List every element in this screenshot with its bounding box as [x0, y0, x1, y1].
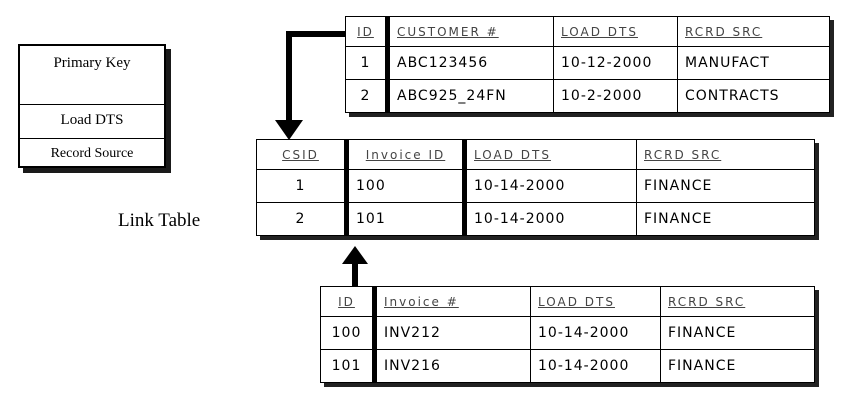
table-cell: 1 — [256, 169, 349, 203]
table-cell: ABC925_24FN — [387, 79, 554, 113]
table-cell: INV216 — [374, 349, 531, 383]
link-table: CSID Invoice ID LOAD DTS RCRD SRC 1 100 … — [256, 139, 815, 236]
table-row: 1 ABC123456 10-12-2000 MANUFACT — [345, 46, 830, 80]
legend-box: Primary Key Load DTS Record Source — [18, 44, 166, 168]
table-cell: INV212 — [374, 316, 531, 350]
table-cell: ABC123456 — [387, 46, 554, 80]
table-cell: 100 — [346, 169, 467, 203]
table-cell: MANUFACT — [677, 46, 830, 80]
table-row: 1 100 10-14-2000 FINANCE — [256, 169, 815, 203]
table-cell: CONTRACTS — [677, 79, 830, 113]
legend-divider — [20, 104, 164, 105]
invoice-table: ID Invoice # LOAD DTS RCRD SRC 100 INV21… — [320, 286, 815, 383]
table-cell: 100 — [320, 316, 377, 350]
arrowhead-down — [275, 120, 303, 140]
header-cell: ID — [320, 286, 377, 317]
table-cell: 10-14-2000 — [464, 202, 637, 236]
header-cell: RCRD SRC — [677, 16, 830, 47]
header-cell: CUSTOMER # — [387, 16, 554, 47]
table-row: 2 ABC925_24FN 10-2-2000 CONTRACTS — [345, 79, 830, 113]
header-cell: CSID — [256, 139, 349, 170]
table-header-row: CSID Invoice ID LOAD DTS RCRD SRC — [256, 139, 815, 170]
header-cell: LOAD DTS — [553, 16, 678, 47]
table-cell: FINANCE — [636, 202, 815, 236]
table-cell: 101 — [320, 349, 377, 383]
header-cell: ID — [345, 16, 390, 47]
table-cell: 10-14-2000 — [530, 349, 661, 383]
header-cell: Invoice # — [374, 286, 531, 317]
table-cell: FINANCE — [636, 169, 815, 203]
table-header-row: ID Invoice # LOAD DTS RCRD SRC — [320, 286, 815, 317]
header-cell: LOAD DTS — [530, 286, 661, 317]
table-row: 100 INV212 10-14-2000 FINANCE — [320, 316, 815, 350]
table-cell: 10-14-2000 — [464, 169, 637, 203]
customer-table: ID CUSTOMER # LOAD DTS RCRD SRC 1 ABC123… — [345, 16, 830, 113]
header-cell: RCRD SRC — [660, 286, 815, 317]
header-cell: Invoice ID — [346, 139, 467, 170]
table-header-row: ID CUSTOMER # LOAD DTS RCRD SRC — [345, 16, 830, 47]
legend-record-source: Record Source — [50, 146, 134, 161]
arrow-customer-to-link — [286, 31, 348, 122]
table-row: 2 101 10-14-2000 FINANCE — [256, 202, 815, 236]
table-cell: 2 — [256, 202, 349, 236]
table-cell: 101 — [346, 202, 467, 236]
legend-load-dts: Load DTS — [60, 112, 124, 128]
table-cell: 2 — [345, 79, 390, 113]
arrowhead-up — [342, 246, 368, 264]
table-cell: FINANCE — [660, 316, 815, 350]
table-cell: 10-14-2000 — [530, 316, 661, 350]
table-cell: FINANCE — [660, 349, 815, 383]
legend-divider — [20, 138, 164, 139]
table-cell: 10-2-2000 — [553, 79, 678, 113]
table-row: 101 INV216 10-14-2000 FINANCE — [320, 349, 815, 383]
legend-primary-key: Primary Key — [53, 55, 131, 71]
table-cell: 10-12-2000 — [553, 46, 678, 80]
table-cell: 1 — [345, 46, 390, 80]
header-cell: LOAD DTS — [464, 139, 637, 170]
link-table-label: Link Table — [118, 210, 201, 231]
header-cell: RCRD SRC — [636, 139, 815, 170]
